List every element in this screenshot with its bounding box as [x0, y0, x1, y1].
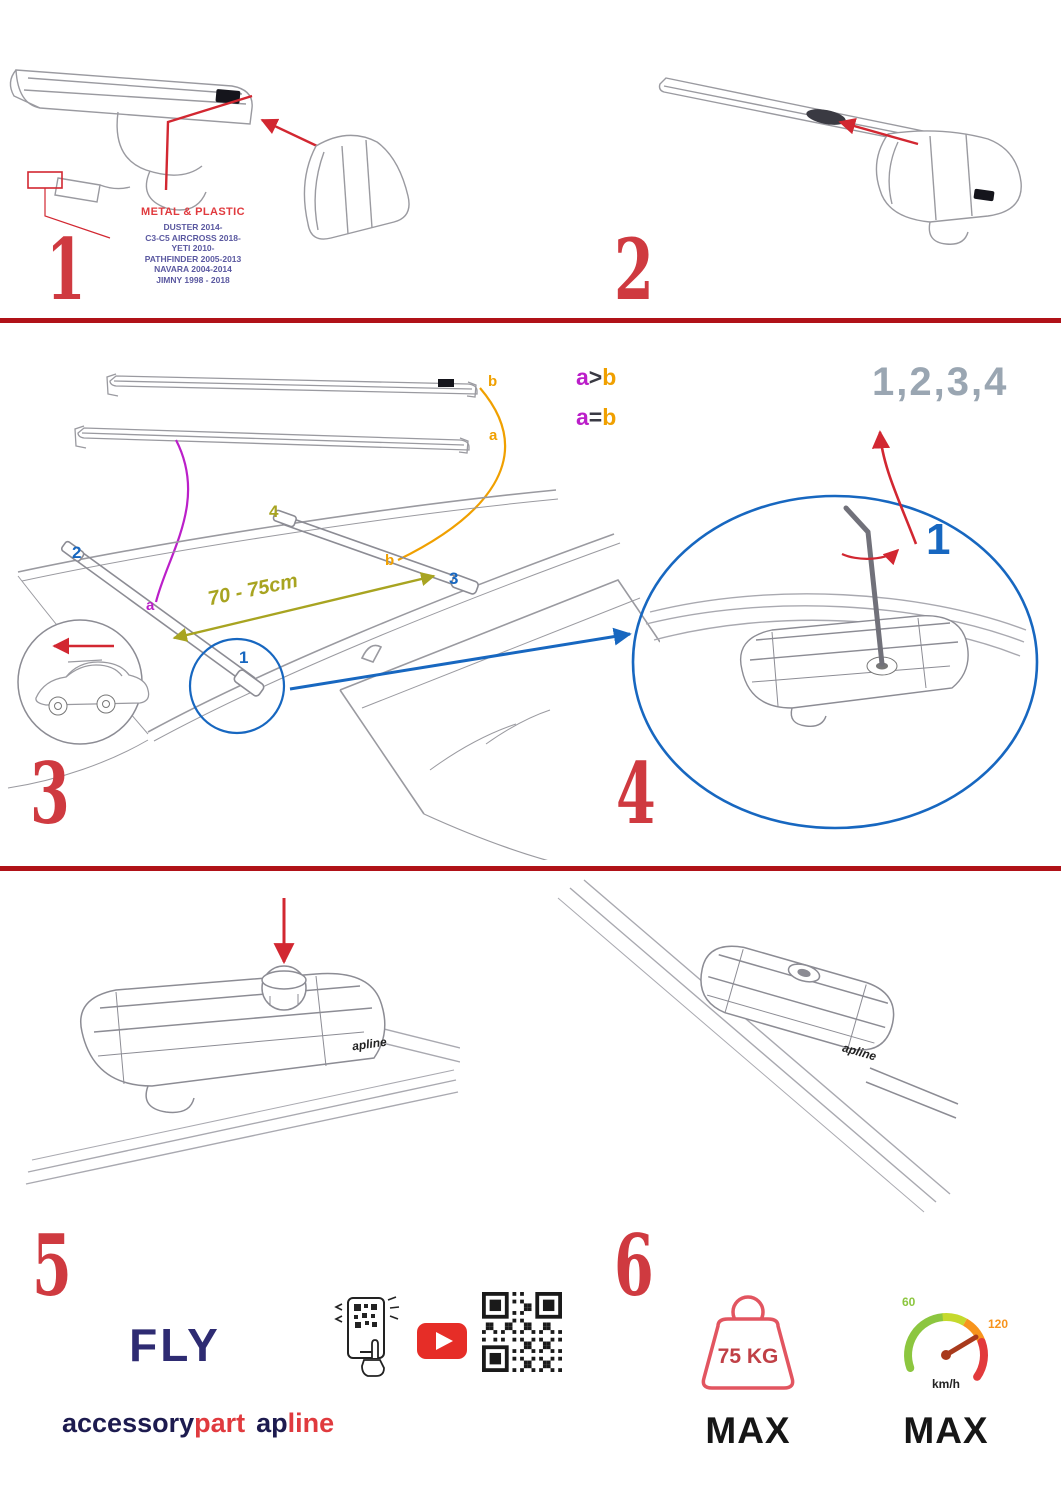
panel3-roof-drawing	[7, 373, 660, 860]
youtube-icon	[417, 1323, 467, 1359]
formula-a-gt-b: a>b	[576, 364, 617, 390]
bar-label-b: b	[488, 373, 498, 390]
step-number-5: 5	[32, 1216, 72, 1315]
model-list: DUSTER 2014- C3-C5 AIRCROSS 2018- YETI 2…	[108, 222, 278, 285]
material-label: METAL & PLASTIC	[141, 206, 245, 218]
weight-limit-icon	[701, 1295, 795, 1390]
model-item: C3-C5 AIRCROSS 2018-	[145, 232, 241, 243]
crossbar-number-2: 2	[72, 543, 82, 562]
panel1-fitment-text: METAL & PLASTIC DUSTER 2014- C3-C5 AIRCR…	[108, 206, 278, 285]
step-number-4: 4	[616, 744, 656, 843]
speed-unit-label: km/h	[931, 1377, 960, 1391]
crossbar-label-b: b	[385, 552, 395, 569]
step-number-6: 6	[614, 1216, 654, 1315]
gauge-120-label: 120	[988, 1317, 1009, 1331]
section-divider-bottom	[0, 866, 1061, 871]
qr-code	[482, 1292, 562, 1372]
panel2-bar-drawing	[658, 77, 1022, 245]
step-number-3: 3	[30, 744, 70, 843]
speedometer-icon	[904, 1313, 988, 1381]
crossbar-label-a: a	[146, 597, 155, 614]
panel4-detail-drawing	[631, 430, 1039, 830]
gauge-60-label: 60	[902, 1295, 916, 1309]
model-item: YETI 2010-	[171, 243, 215, 253]
step-number-2: 2	[614, 220, 654, 319]
brand-accessory: accessory	[62, 1408, 195, 1438]
callout-number-1: 1	[926, 515, 951, 564]
panel6-mounted-drawing	[557, 879, 959, 1213]
crossbar-number-1: 1	[239, 648, 249, 667]
speed-max-label: MAX	[903, 1410, 989, 1451]
model-item: DUSTER 2014-	[163, 222, 223, 232]
gauge-needle	[943, 1334, 979, 1358]
brand-line: line	[287, 1408, 335, 1438]
product-name-fly: FLY	[129, 1319, 221, 1371]
tighten-sequence-label: 1,2,3,4	[872, 360, 1009, 404]
brand-ap: ap	[256, 1408, 288, 1438]
model-item: PATHFINDER 2005-2013	[144, 253, 242, 264]
weight-max-label: MAX	[705, 1410, 791, 1451]
formula-a-eq-b: a=b	[576, 404, 617, 430]
allen-key-drawing	[843, 505, 885, 667]
crossbar-number-4: 4	[269, 502, 279, 521]
bar-label-a: a	[489, 427, 498, 444]
step-number-1: 1	[46, 220, 86, 319]
panel1-clamp-drawing	[9, 69, 410, 240]
phone-scan-qr-icon	[334, 1296, 400, 1377]
weight-limit-value: 75 KG	[717, 1345, 779, 1368]
brand-part: part	[194, 1408, 246, 1438]
model-item: JIMNY 1998 - 2018	[156, 274, 230, 285]
panel5-knob-drawing	[25, 898, 460, 1185]
model-item: NAVARA 2004-2014	[154, 264, 232, 274]
section-divider-top	[0, 318, 1061, 323]
crossbar-number-3: 3	[449, 569, 459, 588]
